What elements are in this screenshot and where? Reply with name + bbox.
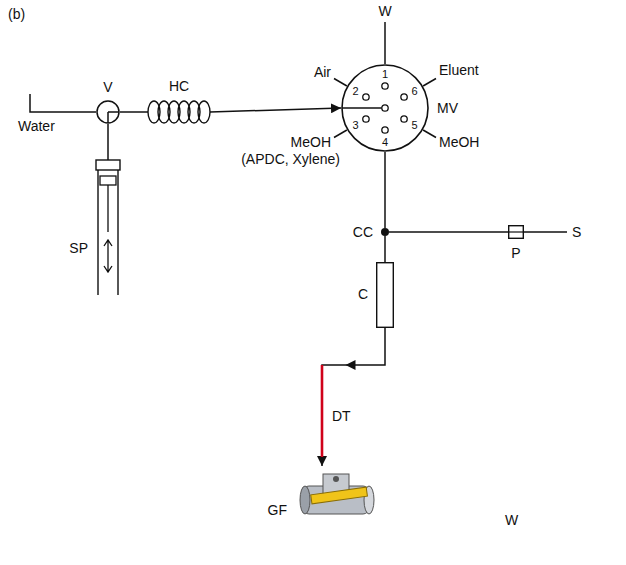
junction-dot xyxy=(381,228,389,236)
node-shape xyxy=(148,100,210,124)
part-label: (APDC, Xylene) xyxy=(241,151,340,167)
graphite-tube xyxy=(311,487,368,504)
part-label: W xyxy=(505,512,518,528)
port-number: 2 xyxy=(352,85,358,98)
water-line xyxy=(30,94,96,112)
column-body xyxy=(377,263,394,328)
sample-line xyxy=(524,231,567,233)
furnace-end xyxy=(300,486,310,514)
part-label: MeOH xyxy=(439,134,479,150)
node-shape xyxy=(381,228,389,236)
holding-coil: HC xyxy=(148,100,210,124)
valve-port xyxy=(363,94,369,100)
component-label: V xyxy=(103,79,112,95)
pump-body xyxy=(509,226,524,239)
node-shape xyxy=(96,160,120,295)
node-shape xyxy=(295,466,380,524)
component-label: C xyxy=(358,286,368,302)
port-number: 4 xyxy=(382,136,388,149)
component-label: GF xyxy=(268,502,287,518)
component-label: CC xyxy=(353,224,373,240)
component-label: SP xyxy=(69,240,88,256)
port-number: 6 xyxy=(411,85,417,98)
part-label: (b) xyxy=(8,6,25,22)
column: C xyxy=(376,262,394,328)
switching-valve: V xyxy=(96,100,120,124)
valve-port xyxy=(401,94,407,100)
air-lead xyxy=(334,79,347,87)
pump: P xyxy=(508,225,524,239)
valve-port xyxy=(363,116,369,122)
plunger xyxy=(100,176,116,185)
tubing-connector xyxy=(384,152,386,228)
node-shape xyxy=(96,100,120,124)
valve-body xyxy=(342,65,428,151)
tubing-connector xyxy=(389,231,508,233)
valve-port xyxy=(382,105,388,111)
tube-overlay xyxy=(322,360,356,457)
tubing-connector xyxy=(322,328,385,466)
rotor-line xyxy=(342,107,382,109)
port-number: 3 xyxy=(352,119,358,132)
syringe-barrel xyxy=(98,170,118,295)
flow-arrow xyxy=(346,360,356,370)
pump-line xyxy=(508,231,524,232)
component-label: P xyxy=(511,245,520,261)
port-number: 5 xyxy=(411,119,417,132)
coil-loop xyxy=(198,101,210,123)
confluence-point: CC xyxy=(381,228,389,236)
methanol-lead xyxy=(334,130,347,138)
valve-port xyxy=(401,116,407,122)
node-shape xyxy=(508,225,524,239)
part-label: Water xyxy=(18,118,55,134)
valve-rotor xyxy=(108,112,119,123)
syringe-pump: SP xyxy=(96,160,120,295)
part-label: Eluent xyxy=(439,62,479,78)
tubing-connector xyxy=(210,108,341,112)
tubing-connector xyxy=(384,236,386,262)
valve-port xyxy=(382,127,388,133)
graphite-furnace: GF xyxy=(295,466,380,524)
syringe-head xyxy=(96,160,120,170)
methanol-lead xyxy=(423,130,436,138)
plunger-rod xyxy=(104,185,112,272)
part-label: MeOH xyxy=(291,134,331,150)
tubing-connector xyxy=(107,124,109,160)
port-number: 1 xyxy=(382,68,388,81)
node-shape xyxy=(376,262,394,328)
component-label: HC xyxy=(169,78,189,94)
valve-port xyxy=(382,83,388,89)
tubing-connector xyxy=(120,111,148,113)
part-label: S xyxy=(572,224,581,240)
delivery-tube xyxy=(321,365,324,457)
lead-lines xyxy=(30,22,567,232)
tube-label: DT xyxy=(330,408,353,424)
waste-lead xyxy=(384,22,386,64)
component-label: MV xyxy=(437,100,458,116)
part-label: W xyxy=(378,3,391,19)
dosing-hole xyxy=(333,476,339,482)
eluent-lead xyxy=(423,79,436,87)
connectors xyxy=(108,108,508,466)
valve-body xyxy=(97,101,119,123)
part-label: Air xyxy=(314,64,331,80)
